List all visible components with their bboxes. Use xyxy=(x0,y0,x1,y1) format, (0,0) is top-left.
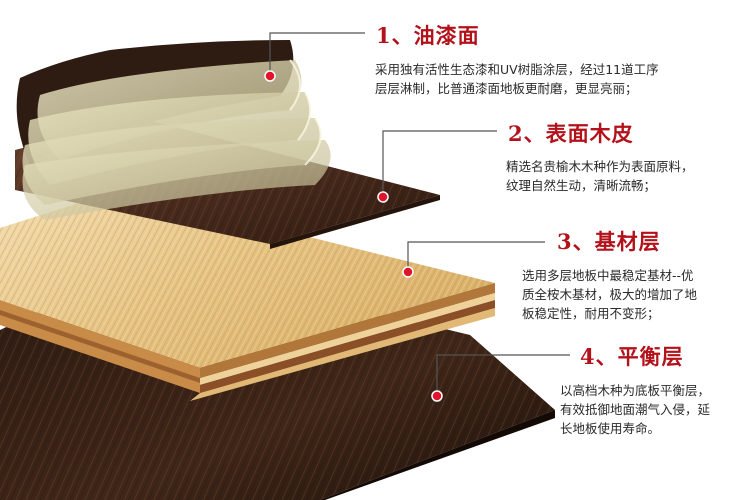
layer-marker-dot-icon xyxy=(431,390,443,402)
layer-marker-dot-icon xyxy=(402,266,414,278)
layer-marker-dot-icon xyxy=(377,191,389,203)
layer-marker-dot-icon xyxy=(264,70,276,82)
lacquer-film-sheets xyxy=(16,40,331,220)
substrate-layer-board xyxy=(0,190,495,401)
layer-1-title: 1、油漆面 xyxy=(376,23,480,48)
layer-3-description: 选用多层地板中最稳定基材--优 质全桉木基材，极大的增加了地 板稳定性，耐用不变… xyxy=(522,268,698,321)
layer-1-description: 采用独有活性生态漆和UV树脂涂层，经过11道工序 层层淋制，比普通漆面地板更耐磨… xyxy=(375,62,659,96)
layer-3-title: 3、基材层 xyxy=(557,229,661,254)
layer-4-title: 4、平衡层 xyxy=(580,344,684,369)
leader-lines xyxy=(269,32,570,396)
layer-2-description: 精选名贵榆木木种作为表面原料， 纹理自然生动，清晰流畅； xyxy=(506,159,694,193)
layer-2-title: 2、表面木皮 xyxy=(508,121,634,146)
layer-4-description: 以高档木种为底板平衡层， 有效抵御地面潮气入侵，延 长地板使用寿命。 xyxy=(560,383,711,436)
